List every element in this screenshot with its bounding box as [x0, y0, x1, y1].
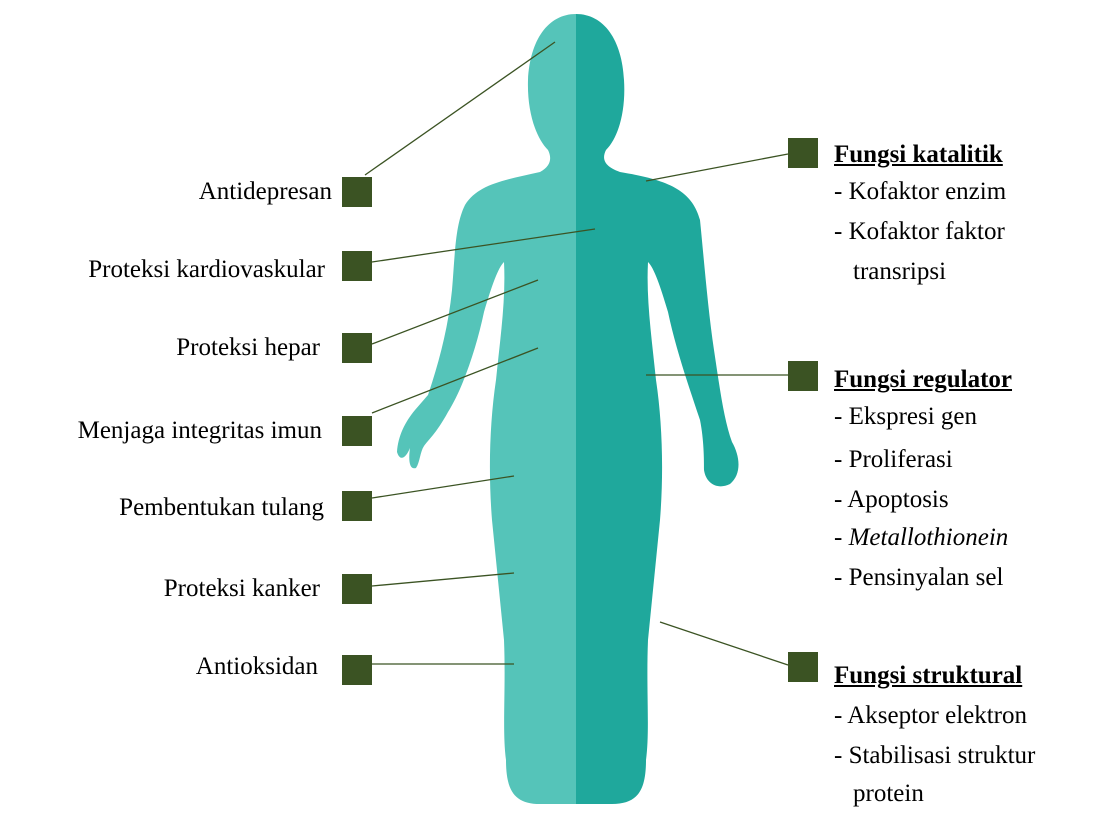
marker-regulator — [788, 361, 818, 391]
body-left-half — [397, 14, 739, 804]
label-antioksidan: Antioksidan — [196, 652, 318, 682]
connector-struktural — [660, 622, 788, 665]
item-apoptosis: - Apoptosis — [834, 480, 949, 520]
marker-kanker — [342, 574, 372, 604]
marker-katalitik — [788, 138, 818, 168]
item-transripsi: transripsi — [853, 252, 946, 292]
item-kofaktor-enzim: - Kofaktor enzim — [834, 172, 1006, 212]
item-metallothionein: - Metallothionein — [834, 518, 1008, 558]
label-proteksi-kardiovaskular: Proteksi kardiovaskular — [88, 255, 325, 285]
marker-antioksidan — [342, 655, 372, 685]
marker-kardiovaskular — [342, 251, 372, 281]
heading-fungsi-katalitik: Fungsi katalitik — [834, 140, 1003, 170]
marker-hepar — [342, 333, 372, 363]
marker-struktural — [788, 652, 818, 682]
item-kofaktor-faktor: - Kofaktor faktor — [834, 212, 1005, 252]
label-pembentukan-tulang: Pembentukan tulang — [119, 493, 324, 523]
connector-katalitik — [646, 154, 788, 181]
item-ekspresi-gen: - Ekspresi gen — [834, 397, 977, 437]
connector-kanker — [372, 573, 514, 586]
item-metallothionein-dash: - — [834, 524, 849, 551]
connector-antidepresan — [365, 42, 555, 175]
marker-tulang — [342, 491, 372, 521]
item-pensinyalan-sel: - Pensinyalan sel — [834, 558, 1003, 598]
label-proteksi-hepar: Proteksi hepar — [176, 333, 320, 363]
item-akseptor-elektron: - Akseptor elektron — [834, 696, 1027, 736]
item-metallothionein-text: Metallothionein — [849, 524, 1009, 551]
heading-fungsi-regulator: Fungsi regulator — [834, 365, 1012, 395]
item-stabilisasi-struktur: - Stabilisasi struktur — [834, 736, 1035, 776]
label-antidepresan: Antidepresan — [199, 177, 332, 207]
label-menjaga-integritas-imun: Menjaga integritas imun — [78, 416, 322, 446]
marker-imun — [342, 416, 372, 446]
label-proteksi-kanker: Proteksi kanker — [164, 574, 320, 604]
marker-antidepresan — [342, 177, 372, 207]
heading-fungsi-struktural: Fungsi struktural — [834, 661, 1022, 691]
item-protein: protein — [853, 774, 924, 814]
item-proliferasi: - Proliferasi — [834, 440, 953, 480]
